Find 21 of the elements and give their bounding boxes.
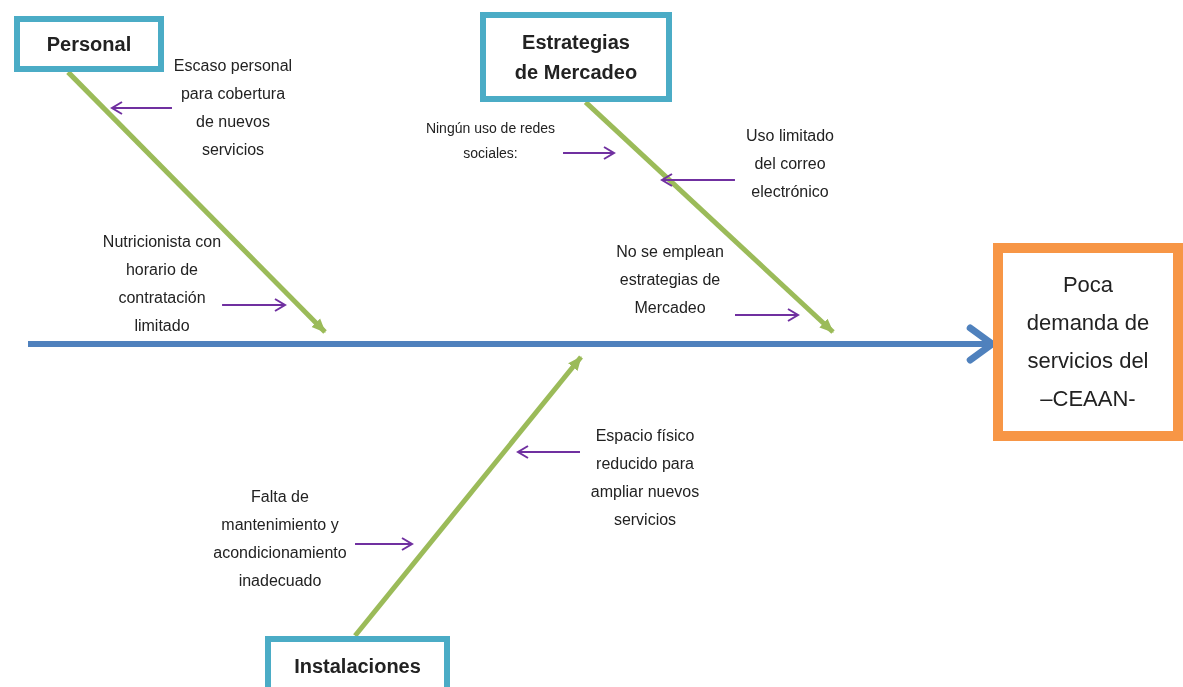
arrow xyxy=(583,100,835,334)
category-box: Estrategias de Mercadeo xyxy=(480,12,672,102)
cause-text: Nutricionista con horario de contratación limitado xyxy=(102,228,222,340)
arrow xyxy=(734,308,799,322)
arrow xyxy=(354,537,413,551)
arrow xyxy=(111,101,173,115)
arrow xyxy=(517,445,581,459)
cause-text: Escaso personal para cobertura de nuevos servicios xyxy=(172,52,294,164)
cause-text: Uso limitado del correo electrónico xyxy=(735,122,845,206)
cause-text: No se emplean estrategias de Mercadeo xyxy=(605,238,735,322)
arrow xyxy=(353,355,583,638)
arrow xyxy=(562,146,615,160)
arrow xyxy=(661,173,736,187)
cause-text: Espacio físico reducido para ampliar nuevos servicios xyxy=(580,422,710,534)
category-box: Personal xyxy=(14,16,164,72)
category-box: Instalaciones xyxy=(265,636,450,687)
effect-box: Poca demanda de servicios del –CEAAN- xyxy=(993,243,1183,441)
arrow xyxy=(66,70,327,334)
cause-text: Ningún uso de redes sociales: xyxy=(418,116,563,166)
arrow xyxy=(221,298,286,312)
cause-text: Falta de mantenimiento y acondicionamiento inadecuado xyxy=(205,483,355,595)
